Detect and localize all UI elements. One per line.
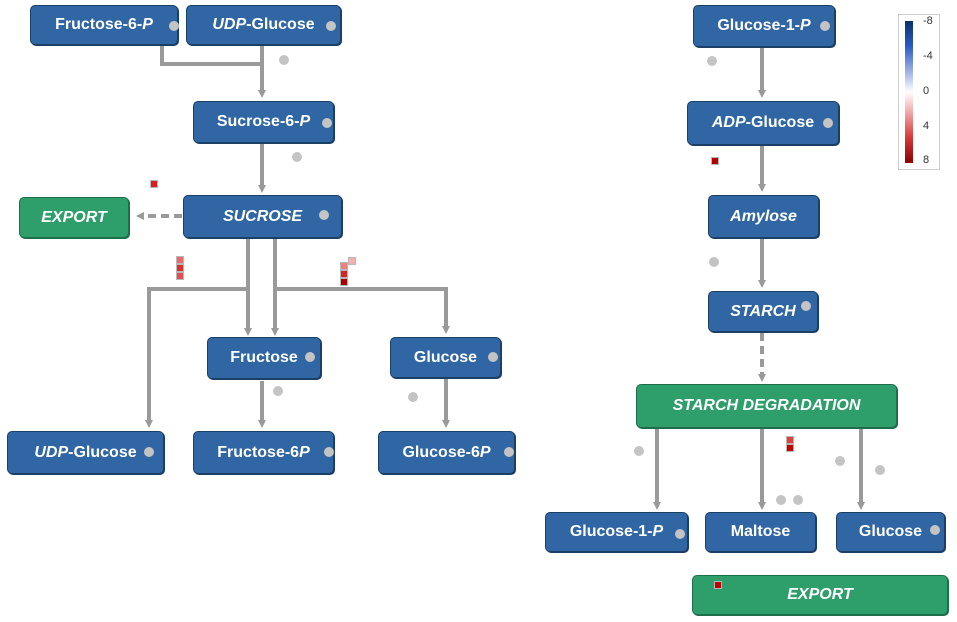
node-maltose[interactable]: Maltose bbox=[705, 512, 816, 552]
node-fructose[interactable]: Fructose bbox=[207, 337, 321, 379]
indicator-dot bbox=[634, 446, 644, 456]
arrow-sucrose-to-udpg-bottom bbox=[145, 287, 248, 428]
node-udp-glucose-top-suffix: -Glucose bbox=[246, 16, 315, 33]
heat-square bbox=[150, 180, 158, 188]
heat-square bbox=[176, 264, 184, 272]
legend-tick: 8 bbox=[923, 154, 930, 166]
indicator-dot bbox=[875, 465, 885, 475]
node-glucose-6p-italic: P bbox=[479, 443, 491, 461]
indicator-dot bbox=[709, 257, 719, 267]
node-export-right[interactable]: EXPORT bbox=[692, 575, 948, 615]
node-starch[interactable]: STARCH bbox=[708, 291, 818, 332]
node-glucose-right[interactable]: Glucose bbox=[836, 512, 945, 552]
node-glucose-6p-prefix: Glucose-6 bbox=[402, 443, 480, 461]
heat-square bbox=[348, 257, 356, 265]
legend-tick: -8 bbox=[923, 15, 933, 27]
node-fructose-6p-bottom-italic: P bbox=[299, 443, 310, 461]
indicator-dot bbox=[319, 210, 329, 220]
indicator-dot bbox=[169, 21, 179, 31]
node-amylose[interactable]: Amylose bbox=[708, 195, 819, 238]
indicator-dot bbox=[322, 118, 332, 128]
indicator-dot bbox=[273, 386, 283, 396]
indicator-dot bbox=[292, 152, 302, 162]
arrow-sucrose-to-glucose bbox=[275, 287, 450, 334]
color-scale-legend: -8 -4 0 4 8 bbox=[898, 14, 940, 170]
node-glucose-left-label: Glucose bbox=[413, 348, 478, 366]
node-udp-glucose-top[interactable]: UDP-Glucose bbox=[186, 5, 341, 45]
indicator-dot bbox=[707, 56, 717, 66]
node-sucrose[interactable]: SUCROSE bbox=[183, 195, 342, 238]
indicator-dot bbox=[305, 352, 315, 362]
color-scale-bar bbox=[905, 21, 913, 163]
heat-square bbox=[714, 581, 722, 589]
node-export-left-label: EXPORT bbox=[41, 208, 107, 226]
node-starch-degradation[interactable]: STARCH DEGRADATION bbox=[636, 384, 897, 428]
node-amylose-label: Amylose bbox=[730, 207, 797, 225]
indicator-dot bbox=[504, 447, 514, 457]
node-fructose-6-p-top-italic: P bbox=[142, 16, 153, 33]
node-export-left[interactable]: EXPORT bbox=[19, 197, 129, 238]
node-adp-glucose[interactable]: ADP-Glucose bbox=[687, 101, 839, 145]
heat-square bbox=[340, 278, 348, 286]
node-starch-degradation-label: STARCH DEGRADATION bbox=[672, 397, 861, 414]
arrow-f6p-udpg-to-sucrose6p bbox=[160, 44, 262, 66]
node-glucose-left[interactable]: Glucose bbox=[390, 337, 501, 378]
indicator-dot bbox=[326, 21, 336, 31]
node-udp-glucose-bottom-italic: UDP bbox=[34, 443, 69, 461]
node-glucose-1-p-top[interactable]: Glucose-1-P bbox=[693, 5, 835, 47]
indicator-dot bbox=[324, 447, 334, 457]
heat-square bbox=[176, 256, 184, 264]
node-sucrose-6-p[interactable]: Sucrose-6-P bbox=[193, 101, 334, 143]
indicator-dot bbox=[488, 352, 498, 362]
indicator-dot bbox=[793, 495, 803, 505]
node-adp-glucose-italic: ADP bbox=[711, 114, 746, 131]
heat-square bbox=[340, 270, 348, 278]
indicator-dot bbox=[801, 301, 811, 311]
node-udp-glucose-bottom-suffix: -Glucose bbox=[68, 443, 137, 461]
node-fructose-6p-bottom-prefix: Fructose-6 bbox=[217, 443, 300, 461]
indicator-dot bbox=[675, 529, 685, 539]
node-starch-label: STARCH bbox=[730, 302, 796, 320]
indicator-dot bbox=[820, 21, 830, 31]
node-sucrose-6-p-italic: P bbox=[299, 113, 311, 130]
node-glucose-1-p-bottom-italic: P bbox=[652, 523, 664, 540]
node-glucose-1-p-top-italic: P bbox=[800, 17, 811, 34]
indicator-dot bbox=[144, 447, 154, 457]
indicator-dot bbox=[776, 495, 786, 505]
node-sucrose-6-p-prefix: Sucrose-6- bbox=[216, 113, 300, 130]
indicator-dot bbox=[835, 456, 845, 466]
node-udp-glucose-top-italic: UDP bbox=[212, 16, 247, 33]
node-fructose-6-p-top-prefix: Fructose-6- bbox=[55, 16, 143, 33]
node-sucrose-label: SUCROSE bbox=[222, 207, 303, 225]
node-fructose-label: Fructose bbox=[230, 349, 298, 366]
node-glucose-1-p-bottom[interactable]: Glucose-1-P bbox=[545, 512, 688, 552]
heat-square bbox=[340, 262, 348, 270]
node-adp-glucose-suffix: -Glucose bbox=[745, 114, 815, 131]
indicator-dot bbox=[930, 525, 940, 535]
node-maltose-label: Maltose bbox=[730, 523, 791, 540]
heat-square bbox=[786, 444, 794, 452]
heat-square bbox=[176, 272, 184, 280]
indicator-dot bbox=[823, 118, 833, 128]
legend-tick: -4 bbox=[923, 50, 933, 62]
node-export-right-label: EXPORT bbox=[787, 586, 853, 603]
legend-tick: 0 bbox=[923, 85, 930, 97]
node-glucose-1-p-bottom-prefix: Glucose-1- bbox=[569, 523, 653, 540]
heat-square bbox=[711, 157, 719, 165]
indicator-dot bbox=[279, 55, 289, 65]
node-glucose-right-label: Glucose bbox=[858, 523, 923, 540]
heat-square bbox=[786, 436, 794, 444]
node-udp-glucose-bottom[interactable]: UDP-Glucose bbox=[7, 431, 164, 474]
indicator-dot bbox=[408, 392, 418, 402]
node-glucose-1-p-top-prefix: Glucose-1- bbox=[717, 17, 800, 34]
legend-tick: 4 bbox=[923, 120, 930, 132]
node-fructose-6-p-top[interactable]: Fructose-6-P bbox=[30, 5, 178, 45]
